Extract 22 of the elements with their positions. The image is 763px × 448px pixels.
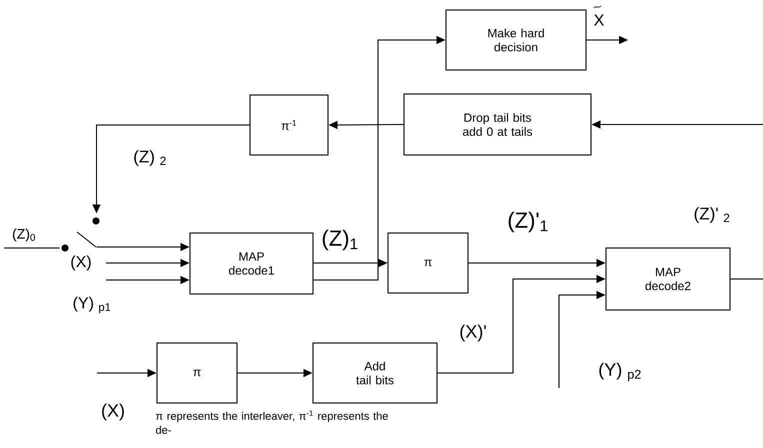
note-text: π represents the interleaver, π$^{-1}$ represents the de- [156,410,388,434]
signal-label: (Z)' $_{2}$ [694,207,730,223]
switch-symbol [62,218,100,252]
signal-line [730,278,763,280]
signal-label: X [594,14,604,26]
signal-label: (Y) $_{p2}$ [599,362,641,382]
process-box: π [156,342,238,404]
process-box: MAP decode2 [606,248,730,310]
process-box: Make hard decision [446,10,586,70]
process-box: π [388,232,468,294]
signal-label: (X) [102,404,124,420]
process-box: π$^{-1}$ [250,94,328,156]
process-box: Drop tail bits add 0 at tails [404,94,592,156]
signal-label: (Z) $_{2}$ [134,150,166,166]
signal-label: (X) [71,256,91,270]
signal-label: (Z)$_{1}$ [322,230,358,250]
signal-label: (Y) $_{p1}$ [74,296,110,314]
signal-label: (Z)'$_{1}$ [508,212,548,232]
process-box: MAP decode1 [190,232,314,294]
signal-label: (X)' [460,324,486,342]
signal-label: (Z)$_{0}$ [12,228,36,242]
process-box: Add tail bits [312,342,438,404]
